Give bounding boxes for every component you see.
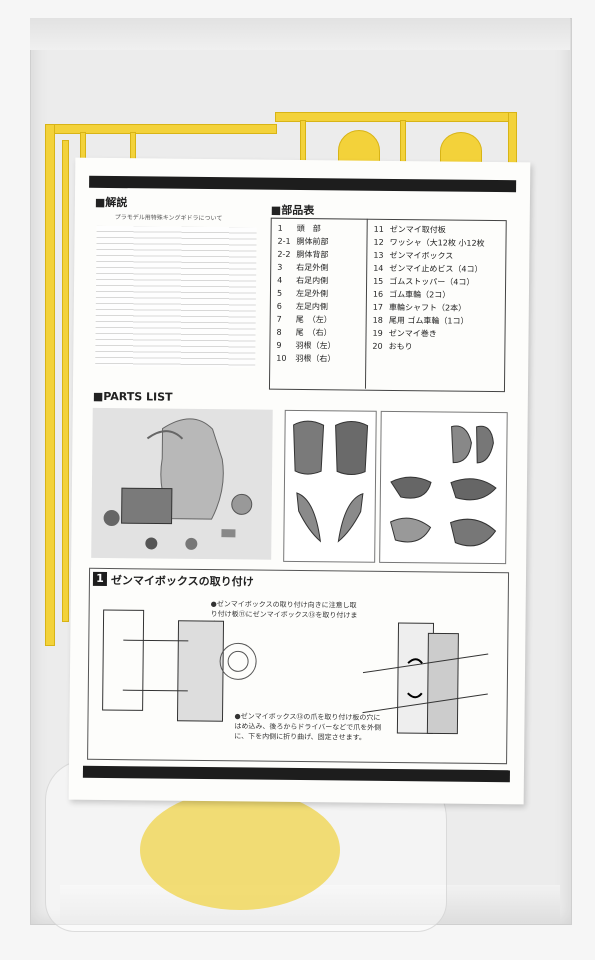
part-no: 13 xyxy=(373,250,384,260)
table-row: 18 尾用 ゴム車輪（1コ） xyxy=(370,314,487,328)
table-row: 4 右足内側 xyxy=(274,274,339,288)
table-row: 3 右足外側 xyxy=(274,261,339,275)
part-name: 胴体前部 xyxy=(296,236,329,247)
table-row: 7 尾 （左） xyxy=(274,313,339,327)
part-name: 尾用 ゴム車輪（1コ） xyxy=(388,315,469,326)
table-row: 13 ゼンマイボックス xyxy=(370,249,487,263)
table-row: 10 羽根（右） xyxy=(273,352,338,366)
part-name: 胴体背部 xyxy=(296,249,329,260)
table-row: 8 尾 （右） xyxy=(273,326,338,340)
parts-table-right: 11 ゼンマイ取付板 12 ワッシャ（大12枚 小12枚 13 ゼンマイボックス 14… xyxy=(369,223,487,354)
part-no: 10 xyxy=(276,353,287,363)
top-black-band xyxy=(89,175,517,193)
part-no: 2-1 xyxy=(277,236,291,246)
explanation-heading: ■解説 xyxy=(94,195,128,210)
instruction-sheet: ■解説 ■部品表 プラモデル用特殊キングギドラについて 1 頭 部 2-1 胴体前部… xyxy=(68,157,531,805)
sprue-left-bar xyxy=(45,124,55,646)
table-row: 17 車輪シャフト（2本） xyxy=(370,301,487,315)
part-no: 2-2 xyxy=(277,249,291,259)
assembly-diagram-left xyxy=(102,609,257,722)
table-row: 12 ワッシャ（大12枚 小12枚 xyxy=(370,236,487,250)
part-name: 尾 （右） xyxy=(295,327,332,338)
table-row: 16 ゴム車輪（2コ） xyxy=(370,288,487,302)
step-title: ゼンマイボックスの取り付け xyxy=(110,574,254,589)
kit-parts-drawing xyxy=(103,418,253,550)
table-row: 11 ゼンマイ取付板 xyxy=(371,223,488,237)
table-row: 2-1 胴体前部 xyxy=(274,235,339,249)
part-name: 右足内側 xyxy=(296,275,329,286)
assembly-diagram-right xyxy=(362,622,489,735)
part-name: ゼンマイ巻き xyxy=(388,328,437,339)
table-row: 14 ゼンマイ止めビス（4コ） xyxy=(370,262,487,276)
part-name: ゼンマイ止めビス（4コ） xyxy=(389,263,483,274)
table-row: 5 左足外側 xyxy=(274,287,339,301)
part-name: ワッシャ（大12枚 小12枚 xyxy=(389,237,485,248)
part-no: 20 xyxy=(372,341,383,351)
part-no: 5 xyxy=(276,288,283,298)
part-no: 18 xyxy=(372,315,383,325)
sprue-gate-3 xyxy=(300,120,306,162)
box-top-fold xyxy=(30,18,570,50)
sprue-top-bar-right xyxy=(275,112,517,122)
part-no: 9 xyxy=(276,340,282,350)
part-name: 羽根（左） xyxy=(295,340,336,351)
part-no: 6 xyxy=(276,301,282,311)
part-no: 4 xyxy=(277,275,283,285)
part-name: 左足内側 xyxy=(295,301,328,312)
part-no: 1 xyxy=(277,223,283,233)
part-name: ゴム車輪（2コ） xyxy=(389,289,451,300)
wing-parts-panel xyxy=(379,410,508,565)
part-no: 15 xyxy=(373,276,384,286)
table-row: 6 左足内側 xyxy=(274,300,339,314)
part-no: 19 xyxy=(372,328,383,338)
part-name: ゼンマイ取付板 xyxy=(389,224,446,235)
parts-table-left: 1 頭 部 2-1 胴体前部 2-2 胴体背部 3 右足外側 4 右足内側 5 左足外側 6… xyxy=(273,222,340,366)
part-no: 3 xyxy=(277,262,283,272)
part-name: ゴムストッパー（4コ） xyxy=(389,276,475,287)
part-name: おもり xyxy=(388,341,413,352)
part-no: 14 xyxy=(373,263,384,273)
part-name: 尾 （左） xyxy=(295,314,332,325)
parts-list-heading: ■PARTS LIST xyxy=(92,389,173,404)
part-no: 16 xyxy=(372,289,384,299)
wing-parts-drawing xyxy=(389,425,497,547)
part-name: ゼンマイボックス xyxy=(389,250,454,261)
body-parts-panel xyxy=(283,409,377,563)
table-row: 19 ゼンマイ巻き xyxy=(369,327,486,341)
parts-list-illustration xyxy=(91,407,273,560)
table-row: 1 頭 部 xyxy=(275,222,340,236)
part-no: 11 xyxy=(373,224,384,234)
part-name: 頭 部 xyxy=(296,223,321,234)
parts-table-heading: ■部品表 xyxy=(270,203,315,218)
sprue-left-inner xyxy=(62,140,69,622)
sprue-gate-4 xyxy=(400,120,406,162)
explanation-text-block xyxy=(95,225,257,368)
part-no: 8 xyxy=(276,327,282,337)
table-row: 15 ゴムストッパー（4コ） xyxy=(370,275,487,289)
part-name: 左足外側 xyxy=(295,288,329,299)
part-no: 12 xyxy=(373,237,384,247)
explanation-text: プラモデル用特殊キングギドラについて xyxy=(114,214,223,223)
part-no: 17 xyxy=(372,302,384,312)
table-row: 2-2 胴体背部 xyxy=(274,248,339,262)
yellow-model-part xyxy=(140,790,340,910)
body-parts-drawing xyxy=(293,420,369,543)
table-row: 9 羽根（左） xyxy=(273,339,338,353)
part-name: 車輪シャフト（2本） xyxy=(388,302,467,313)
table-row: 20 おもり xyxy=(369,340,486,354)
bottom-black-band xyxy=(82,765,510,783)
part-name: 羽根（右） xyxy=(295,353,336,364)
part-no: 7 xyxy=(276,314,282,324)
part-name: 右足外側 xyxy=(296,262,329,273)
step-number: 1 xyxy=(92,571,108,586)
